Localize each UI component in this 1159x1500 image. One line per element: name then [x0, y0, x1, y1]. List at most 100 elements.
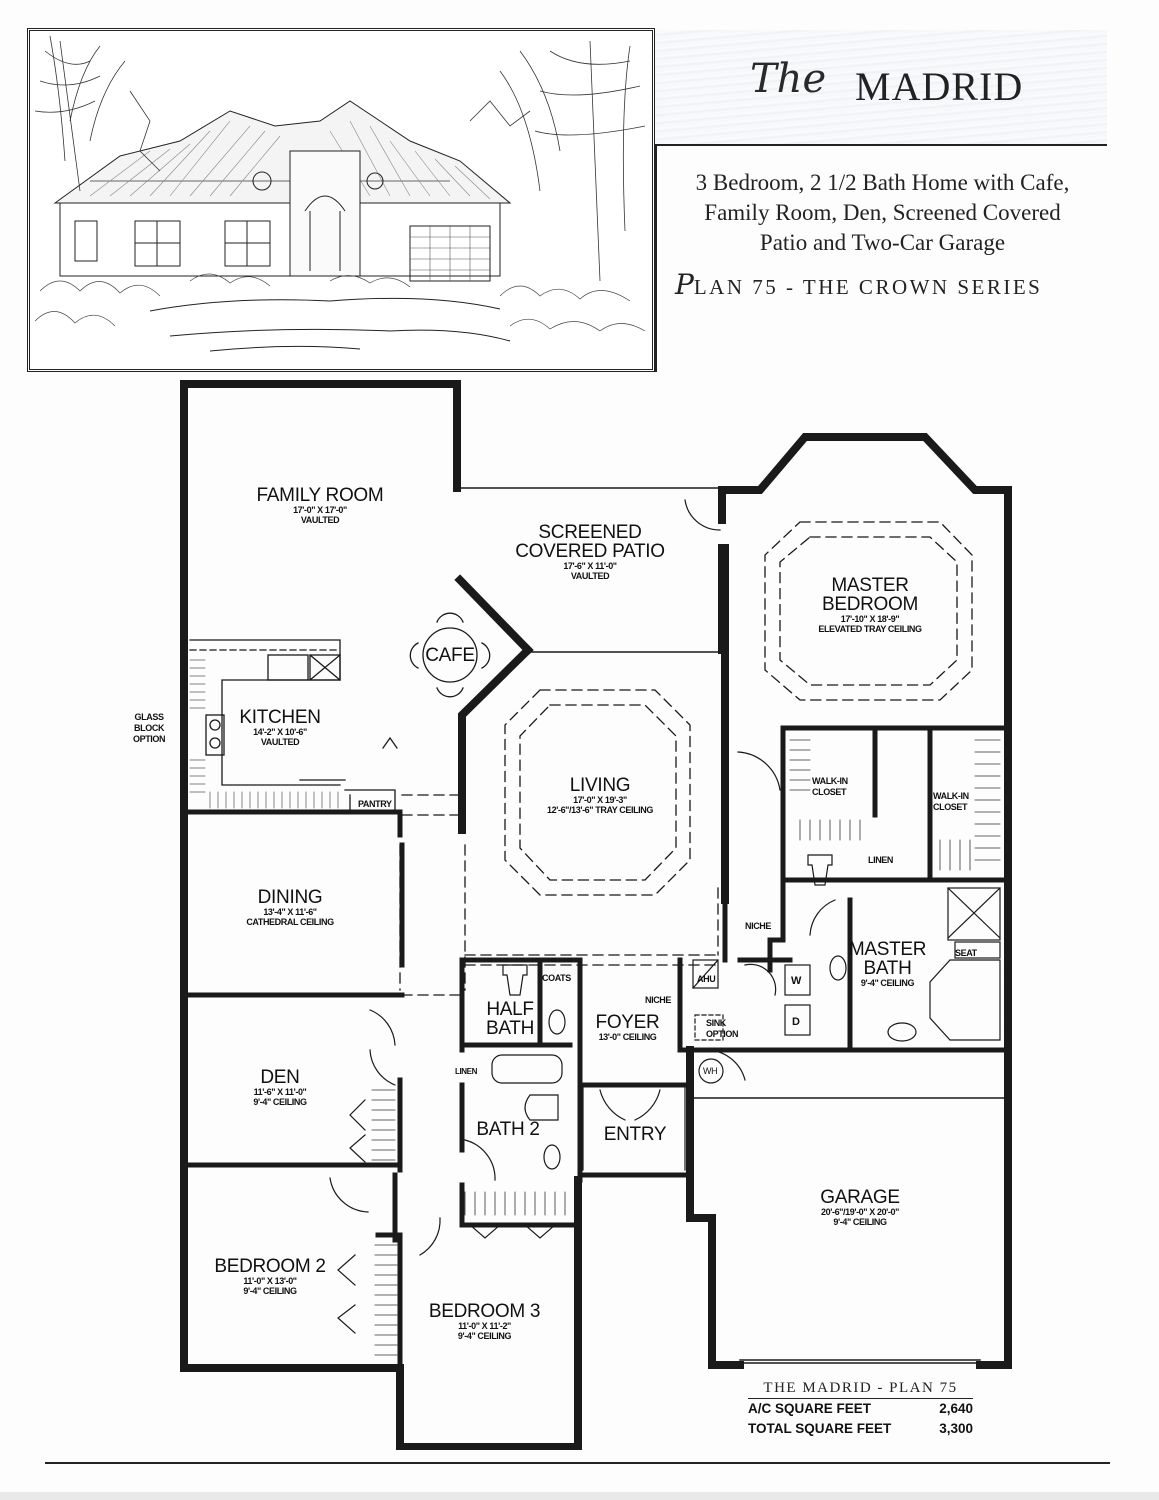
summary-title: THE MADRID - PLAN 75: [748, 1380, 973, 1399]
room-name: FAMILY ROOM: [256, 485, 384, 506]
room-entry: ENTRY: [590, 1125, 680, 1144]
floor-plan-walls-icon: [180, 380, 1012, 1450]
room-bath-2: BATH 2: [468, 1120, 548, 1139]
title-banner: The MADRID: [655, 30, 1107, 146]
room-den: DEN 11'-6" X 11'-0" 9'-4" CEILING: [220, 1068, 340, 1107]
room-dimensions: 17'-10" X 18'-9": [840, 614, 900, 624]
title-name: MADRID: [855, 64, 1024, 109]
room-name: BEDROOM: [821, 594, 919, 615]
room-name: ENTRY: [603, 1124, 667, 1145]
room-ceiling-note: 9'-4" CEILING: [243, 1286, 297, 1296]
room-name: LIVING: [569, 775, 631, 796]
walk-in-closet-label: WALK-IN CLOSET: [812, 776, 848, 798]
room-dimensions: 13'-4" X 11'-6": [263, 907, 317, 917]
room-name: GARAGE: [820, 1187, 900, 1208]
linen-closet-label: LINEN: [455, 1067, 478, 1076]
glass-block-option-label: GLASS BLOCK OPTION: [133, 712, 166, 745]
room-name: CAFE: [425, 645, 475, 666]
room-name: BEDROOM 3: [428, 1301, 541, 1322]
footer-rule: [45, 1462, 1110, 1464]
room-ceiling-note: CATHEDRAL CEILING: [246, 917, 334, 927]
summary-label: TOTAL SQUARE FEET: [748, 1421, 892, 1436]
room-name: KITCHEN: [239, 707, 321, 728]
header-divider: [655, 30, 657, 372]
house-sketch-icon: [34, 35, 646, 352]
plan-series-text: LAN 75 - THE CROWN SERIES: [693, 275, 1043, 299]
room-bedroom-3: BEDROOM 3 11'-0" X 11'-2" 9'-4" CEILING: [412, 1302, 557, 1341]
shower-seat-label: SEAT: [955, 948, 977, 958]
elevation-rendering: [27, 28, 655, 372]
room-name: MASTER: [831, 575, 909, 596]
room-name: BATH: [485, 1018, 535, 1039]
room-ceiling-note: 9'-4" CEILING: [860, 978, 915, 988]
room-garage: GARAGE 20'-6"/19'-0" X 20'-0" 9'-4" CEIL…: [760, 1188, 960, 1227]
room-dining: DINING 13'-4" X 11'-6" CATHEDRAL CEILING: [210, 888, 370, 927]
plan-description: 3 Bedroom, 2 1/2 Bath Home with Cafe, Fa…: [660, 168, 1105, 258]
room-name: BATH: [863, 958, 912, 979]
room-cafe: CAFE: [420, 646, 480, 665]
description-line: 3 Bedroom, 2 1/2 Bath Home with Cafe,: [695, 170, 1070, 195]
label-line: CLOSET: [933, 802, 968, 812]
square-footage-summary: THE MADRID - PLAN 75 A/C SQUARE FEET 2,6…: [748, 1380, 973, 1439]
room-foyer: FOYER 13'-0" CEILING: [585, 1013, 670, 1042]
walk-in-closet-label: WALK-IN CLOSET: [933, 791, 969, 813]
room-ceiling-note: 9'-4" CEILING: [833, 1217, 887, 1227]
summary-label: A/C SQUARE FEET: [748, 1401, 872, 1416]
room-ceiling-note: 12'-6"/13'-6" TRAY CEILING: [547, 805, 653, 815]
room-ceiling-note: 9'-4" CEILING: [253, 1097, 307, 1107]
label-line: GLASS: [134, 712, 164, 722]
room-dimensions: 14'-2" X 10'-6": [253, 727, 307, 737]
room-name: DINING: [257, 887, 323, 908]
sink-option-label: SINK OPTION: [706, 1018, 739, 1040]
label-line: OPTION: [133, 734, 166, 744]
room-dimensions: 11'-6" X 11'-0": [253, 1087, 307, 1097]
room-kitchen: KITCHEN 14'-2" X 10'-6" VAULTED: [200, 708, 360, 747]
label-line: SINK: [706, 1018, 726, 1028]
room-master-bath: MASTER BATH 9'-4" CEILING: [845, 940, 930, 988]
room-ceiling-note: 13'-0" CEILING: [598, 1032, 657, 1042]
label-line: OPTION: [706, 1029, 739, 1039]
room-name: BATH 2: [476, 1119, 540, 1140]
summary-value: 3,300: [939, 1421, 973, 1436]
niche-label: NICHE: [645, 995, 672, 1005]
label-line: WALK-IN: [812, 776, 848, 786]
title-prefix: The: [750, 56, 827, 102]
label-line: BLOCK: [134, 723, 165, 733]
dryer-label: D: [792, 1016, 800, 1028]
room-dimensions: 17'-0" X 19'-3": [573, 795, 627, 805]
room-dimensions: 17'-6" X 11'-0": [563, 561, 617, 571]
scan-edge: [0, 1492, 1159, 1500]
label-line: CLOSET: [812, 787, 847, 797]
room-name: COVERED PATIO: [515, 541, 665, 562]
room-family-room: FAMILY ROOM 17'-0" X 17'-0" VAULTED: [220, 486, 420, 525]
description-line: Family Room, Den, Screened Covered: [704, 200, 1061, 225]
water-heater-label: WH: [703, 1066, 718, 1076]
label-line: WALK-IN: [933, 791, 969, 801]
floor-plan: FAMILY ROOM 17'-0" X 17'-0" VAULTED SCRE…: [0, 370, 1159, 1450]
room-name: DEN: [260, 1067, 300, 1088]
room-half-bath: HALF BATH: [480, 1000, 540, 1038]
plan-series-line: PLAN 75 - THE CROWN SERIES: [675, 268, 1105, 301]
room-ceiling-note: VAULTED: [570, 571, 610, 581]
linen-closet-label: LINEN: [868, 855, 894, 865]
room-living: LIVING 17'-0" X 19'-3" 12'-6"/13'-6" TRA…: [510, 776, 690, 815]
summary-value: 2,640: [939, 1401, 973, 1416]
room-dimensions: 11'-0" X 13'-0": [243, 1276, 297, 1286]
ahu-label: AHU: [697, 974, 716, 984]
washer-label: W: [791, 975, 801, 987]
description-line: Patio and Two-Car Garage: [759, 230, 1006, 255]
room-name: BEDROOM 2: [214, 1256, 326, 1277]
room-ceiling-note: VAULTED: [300, 515, 340, 525]
room-ceiling-note: ELEVATED TRAY CEILING: [818, 624, 922, 634]
room-name: FOYER: [595, 1012, 660, 1033]
room-dimensions: 17'-0" X 17'-0": [293, 505, 347, 515]
summary-row: A/C SQUARE FEET 2,640: [748, 1399, 973, 1419]
room-name: MASTER: [848, 939, 927, 960]
coats-closet-label: COATS: [542, 973, 571, 983]
room-screened-patio: SCREENED COVERED PATIO 17'-6" X 11'-0" V…: [490, 523, 690, 581]
pantry-label: PANTRY: [358, 799, 392, 809]
room-dimensions: 11'-0" X 11'-2": [458, 1321, 511, 1331]
room-dimensions: 20'-6"/19'-0" X 20'-0": [821, 1207, 899, 1217]
room-ceiling-note: VAULTED: [260, 737, 300, 747]
